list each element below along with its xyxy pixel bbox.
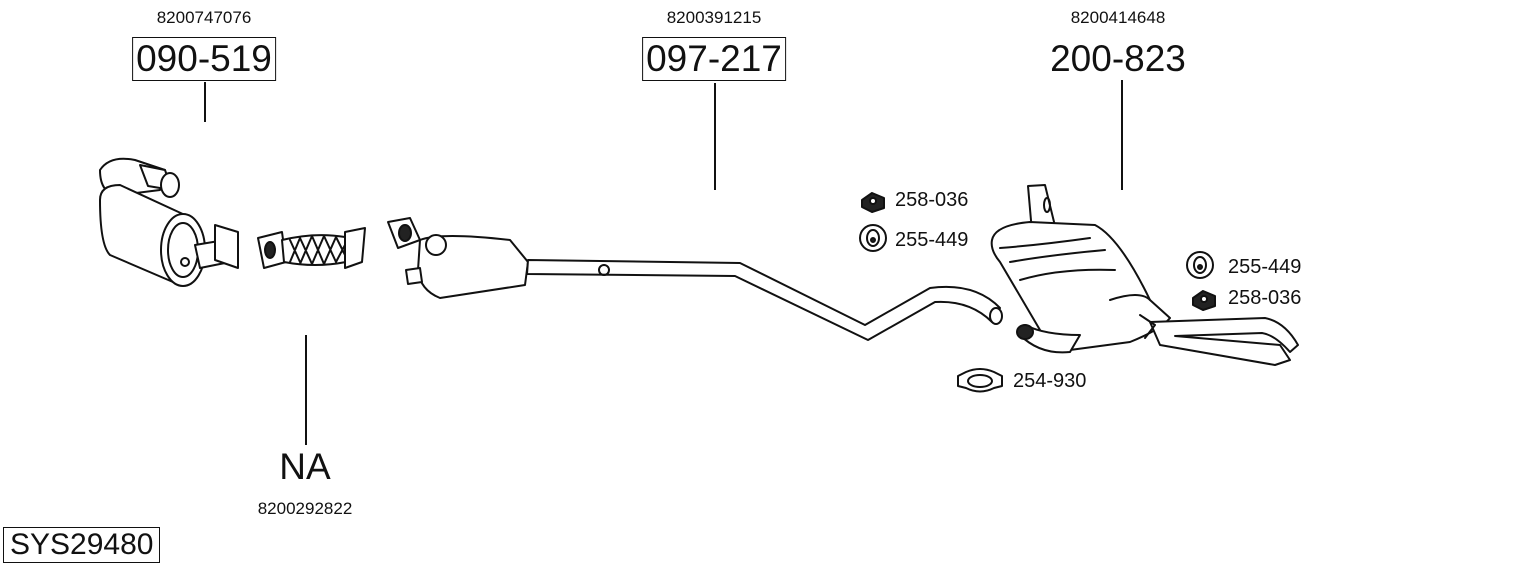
leader-line bbox=[204, 82, 206, 122]
leader-line bbox=[714, 83, 716, 190]
system-id: SYS29480 bbox=[3, 527, 161, 563]
leader-line bbox=[305, 335, 307, 445]
accessory-number[interactable]: 255-449 bbox=[895, 229, 969, 251]
part-number[interactable]: 200-823 bbox=[1050, 38, 1186, 79]
oe-number: 8200292822 bbox=[257, 499, 353, 518]
oe-number: 8200747076 bbox=[156, 8, 252, 27]
clamp-icon bbox=[957, 368, 1003, 393]
flex-pipe-drawing bbox=[257, 227, 366, 269]
part-number: NA bbox=[279, 446, 331, 487]
accessory-number[interactable]: 258-036 bbox=[895, 189, 969, 211]
diesel-particulate-filter-drawing bbox=[99, 157, 239, 287]
accessory-number[interactable]: 258-036 bbox=[1228, 287, 1302, 309]
oe-number: 8200414648 bbox=[1070, 8, 1166, 27]
rubber-mount-icon bbox=[1186, 251, 1214, 279]
oe-number: 8200391215 bbox=[666, 8, 762, 27]
rear-silencer-drawing bbox=[990, 184, 1299, 366]
part-number[interactable]: 097-217 bbox=[642, 37, 786, 81]
nut-icon bbox=[861, 192, 885, 213]
rubber-mount-icon bbox=[859, 224, 887, 252]
accessory-number[interactable]: 254-930 bbox=[1013, 370, 1087, 392]
catalytic-converter-pipe-drawing bbox=[387, 217, 1003, 341]
nut-icon bbox=[1192, 290, 1216, 311]
accessory-number[interactable]: 255-449 bbox=[1228, 256, 1302, 278]
part-number[interactable]: 090-519 bbox=[132, 37, 276, 81]
leader-line bbox=[1121, 80, 1123, 190]
